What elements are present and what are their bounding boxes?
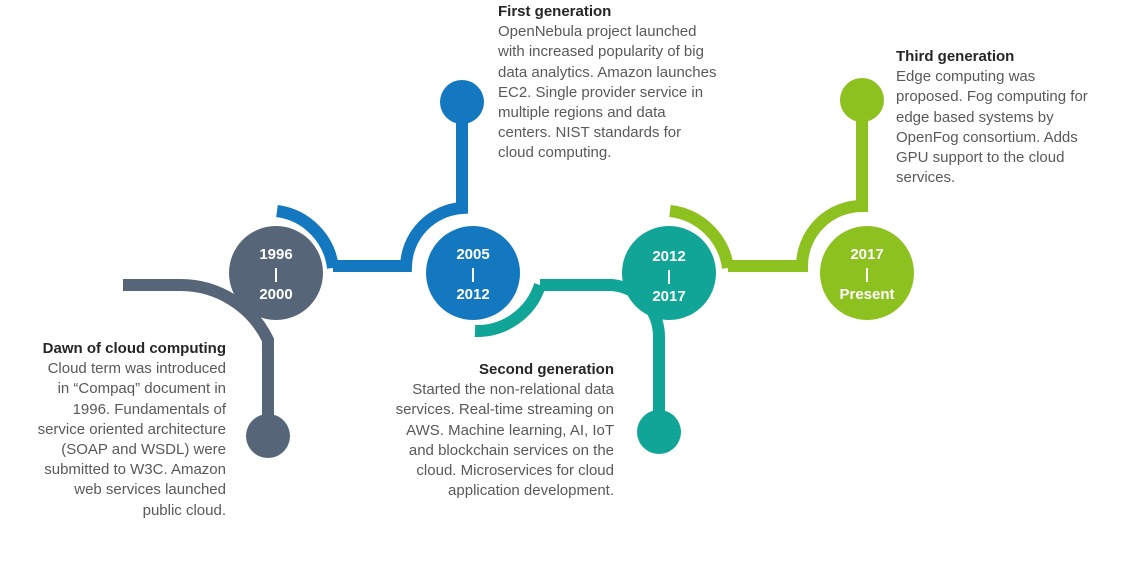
milestone-circle-2017 xyxy=(820,226,914,320)
era-2-text: Started the non-relational data services… xyxy=(395,381,614,500)
era-0-endpoint-dot xyxy=(246,414,290,458)
milestone-label-2: 2012 | 2017 xyxy=(622,247,716,307)
milestone-label-3: 2017 | Present xyxy=(820,245,914,305)
era-2-description: Second generation Started the non-relati… xyxy=(380,360,614,501)
milestone-separator: | xyxy=(273,266,279,283)
era-1-description: First generation OpenNebula project laun… xyxy=(498,2,720,164)
milestone-start: 2012 xyxy=(652,248,686,265)
milestone-end: 2012 xyxy=(456,286,490,303)
era-2-title: Second generation xyxy=(478,361,614,378)
milestone-separator: | xyxy=(864,266,870,283)
era-1-text: OpenNebula project launched with increas… xyxy=(498,23,717,162)
milestone-end: 2017 xyxy=(652,288,686,305)
milestone-end: Present xyxy=(839,286,895,303)
era-3-description: Third generation Edge computing was prop… xyxy=(896,47,1098,188)
era-3-connector xyxy=(669,78,884,272)
milestone-start: 2005 xyxy=(456,246,490,263)
era-3-text: Edge computing was proposed. Fog computi… xyxy=(896,68,1088,187)
era-3-title: Third generation xyxy=(896,48,1015,65)
era-1-connector xyxy=(275,80,484,272)
era-0-title: Dawn of cloud computing xyxy=(42,340,226,357)
milestone-separator: | xyxy=(470,266,476,283)
milestone-label-0: 1996 | 2000 xyxy=(229,245,323,305)
milestone-label-1: 2005 | 2012 xyxy=(426,245,520,305)
milestone-circle-2012 xyxy=(622,226,716,320)
milestone-circle-1996 xyxy=(229,226,323,320)
era-0-text: Cloud term was introduced in “Compaq” do… xyxy=(37,360,226,519)
era-1-endpoint-dot xyxy=(440,80,484,124)
milestone-start: 2017 xyxy=(850,246,884,263)
milestone-circle-2005 xyxy=(426,226,520,320)
era-0-connector xyxy=(123,278,290,458)
era-1-title: First generation xyxy=(498,3,612,20)
era-2-endpoint-dot xyxy=(637,410,681,454)
era-3-endpoint-dot xyxy=(840,78,884,122)
milestone-separator: | xyxy=(666,268,672,285)
milestone-end: 2000 xyxy=(259,286,293,303)
era-0-description: Dawn of cloud computing Cloud term was i… xyxy=(34,339,226,521)
milestone-start: 1996 xyxy=(259,246,293,263)
